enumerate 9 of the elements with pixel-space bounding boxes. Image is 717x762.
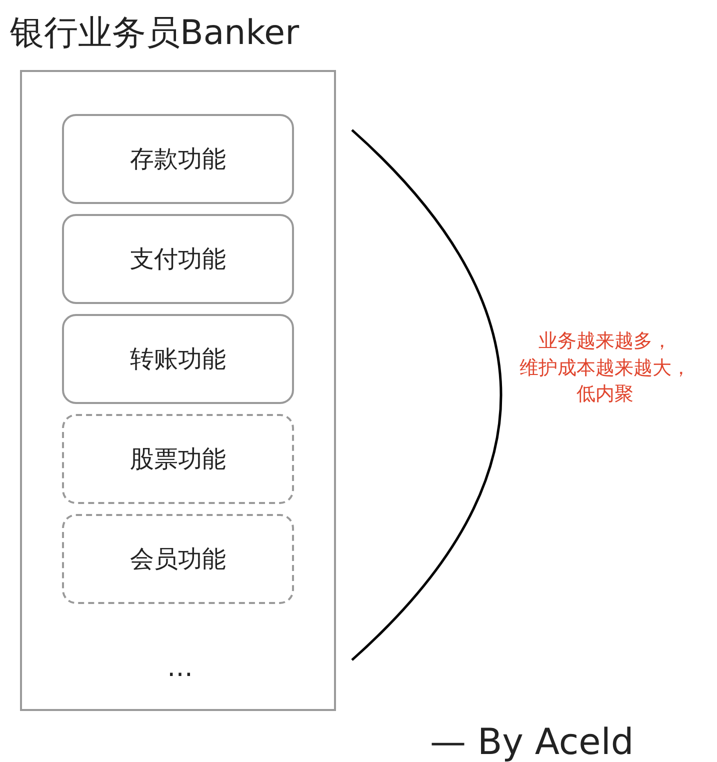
- feature-box: 转账功能: [62, 314, 294, 404]
- planned-feature-box: 股票功能: [62, 414, 294, 504]
- author-signature: — By Aceld: [430, 721, 635, 762]
- box-title: 银行业务员Banker: [10, 12, 300, 55]
- feature-box: 支付功能: [62, 214, 294, 304]
- ellipsis: …: [166, 652, 194, 685]
- annotation-text: 业务越来越多，维护成本越来越大，低内聚: [518, 329, 692, 408]
- planned-feature-box: 会员功能: [62, 514, 294, 604]
- feature-box: 存款功能: [62, 114, 294, 204]
